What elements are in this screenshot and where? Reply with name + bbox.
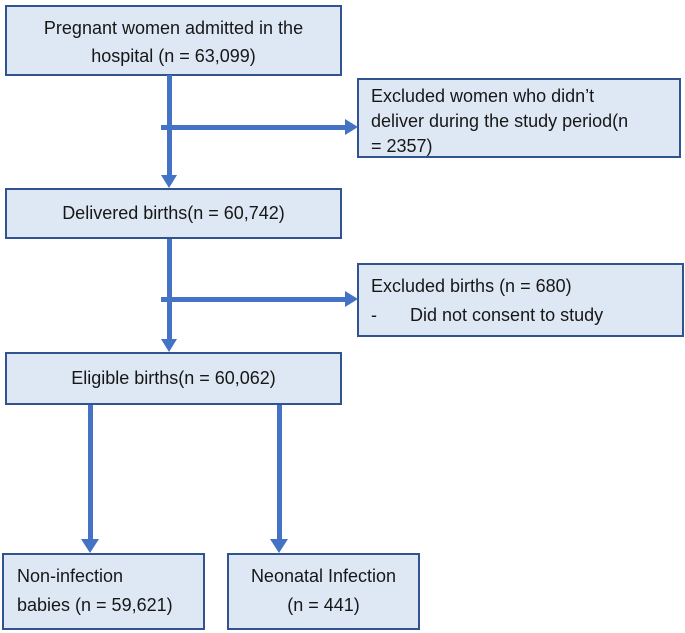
box-text-line: deliver during the study period(n [371,111,629,131]
box-text-line: hospital (n = 63,099) [91,46,256,66]
box-text-line: babies (n = 59,621) [17,595,173,615]
arrow-admitted-to-delivered-head-icon [161,175,177,188]
box-text-line: (n = 441) [287,595,360,615]
box-text-line: Non-infection [17,566,124,586]
box-text-line: Delivered births(n = 60,742) [62,203,285,223]
arrow-eligible-to-neonatal-stem [277,405,282,540]
arrow-to-excluded-births-stem [161,297,345,302]
bullet-dash: - [371,305,377,325]
box-neonatal-infection: Neonatal Infection (n = 441) [227,553,420,630]
bullet-text: Did not consent to study [410,305,604,325]
arrow-eligible-to-non-infection-stem [88,405,93,540]
box-text-line: Pregnant women admitted in the [43,18,304,38]
box-text-line: Neonatal Infection [250,566,397,586]
arrow-to-excluded-births-head-icon [345,291,358,307]
box-bullet-line: - Did not consent to study [371,301,674,330]
box-text-line: Excluded births (n = 680) [371,276,572,296]
arrow-delivered-to-eligible-head-icon [161,339,177,352]
box-delivered-births: Delivered births(n = 60,742) [5,188,342,239]
box-text-line: = 2357) [371,136,433,156]
arrow-to-excluded-no-delivery-head-icon [345,119,358,135]
arrow-eligible-to-non-infection-head-icon [81,539,99,553]
arrow-eligible-to-neonatal-head-icon [270,539,288,553]
box-excluded-no-delivery: Excluded women who didn’t deliver during… [357,78,681,158]
box-pregnant-women-admitted: Pregnant women admitted in the hospital … [5,5,342,76]
arrow-delivered-to-eligible-stem [167,239,172,340]
box-text-line: Eligible births(n = 60,062) [71,368,276,388]
box-non-infection-babies: Non-infection babies (n = 59,621) [2,553,205,630]
box-eligible-births: Eligible births(n = 60,062) [5,352,342,405]
box-text-line: Excluded women who didn’t [371,86,595,106]
box-excluded-births: Excluded births (n = 680) - Did not conse… [357,263,684,337]
arrow-to-excluded-no-delivery-stem [161,125,345,130]
